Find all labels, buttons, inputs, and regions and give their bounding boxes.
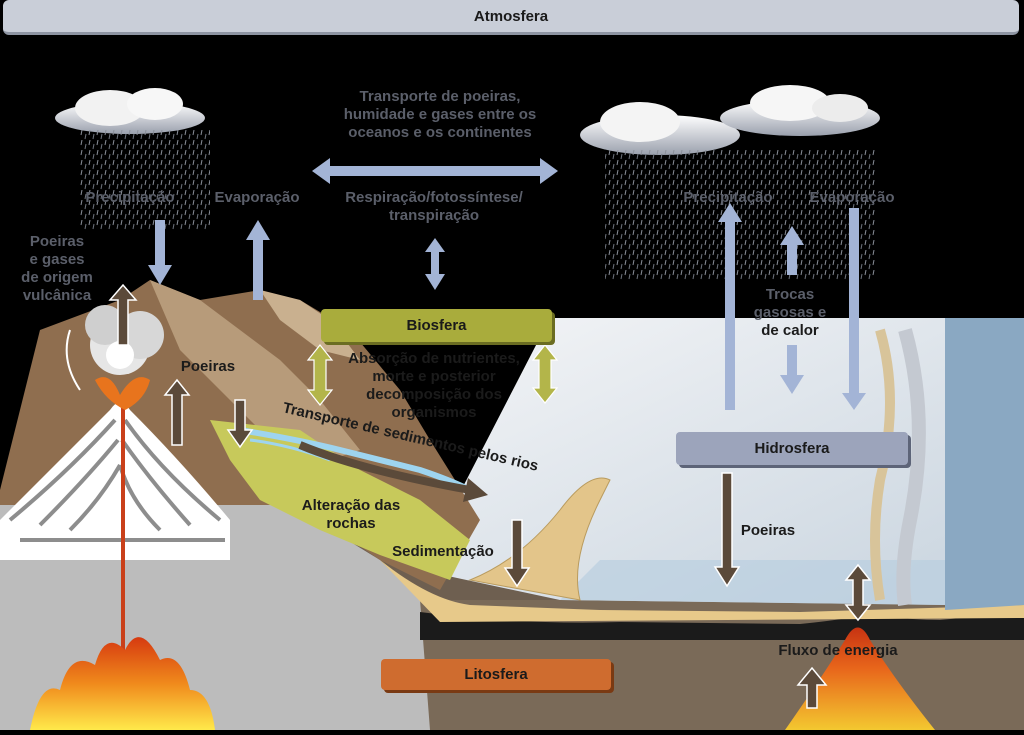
- svg-text:de calor: de calor: [761, 322, 819, 339]
- cloud-icon: [55, 88, 205, 134]
- svg-text:de origem: de origem: [21, 269, 93, 286]
- svg-text:Transporte de poeiras,: Transporte de poeiras,: [360, 88, 521, 105]
- svg-text:Poeiras: Poeiras: [30, 233, 84, 250]
- label-gas-exchange: Trocas gasosas e de calor: [754, 286, 827, 339]
- label-evaporation-right: Evaporação: [809, 189, 894, 206]
- brown-arrows: [108, 283, 872, 709]
- label-precipitation-right: Precipitação: [683, 189, 772, 206]
- label-dust-land: Poeiras: [181, 358, 235, 375]
- rain-icon: [80, 130, 210, 230]
- svg-text:humidade e gases entre os: humidade e gases entre os: [344, 106, 537, 123]
- arrow-icon: [780, 226, 804, 275]
- arrow-icon: [780, 345, 804, 394]
- arrow-icon: [503, 519, 531, 588]
- label-dust-ocean: Poeiras: [741, 522, 795, 539]
- svg-text:gasosas e: gasosas e: [754, 304, 827, 321]
- arrow-icon: [108, 283, 138, 346]
- rain-icon: [605, 150, 875, 280]
- label-precipitation-left: Precipitação: [85, 189, 174, 206]
- volcano-icon: [0, 305, 230, 660]
- label-transport-dust: Transporte de poeiras, humidade e gases …: [344, 88, 537, 141]
- hydrosphere-box: Hidrosfera: [676, 432, 908, 465]
- water-arrows: [148, 158, 866, 410]
- bio-arrows: [306, 344, 559, 406]
- svg-text:Absorção de nutrientes,: Absorção de nutrientes,: [348, 350, 520, 367]
- svg-text:decomposição dos: decomposição dos: [366, 386, 502, 403]
- arrow-icon: [713, 472, 741, 588]
- arrow-icon: [246, 220, 270, 300]
- arrow-icon: [796, 666, 828, 709]
- svg-text:Trocas: Trocas: [766, 286, 814, 303]
- svg-text:Respiração/fotossíntese/: Respiração/fotossíntese/: [345, 189, 523, 206]
- svg-text:Alteração das: Alteração das: [302, 497, 400, 514]
- label-respiration: Respiração/fotossíntese/ transpiração: [345, 189, 523, 224]
- label-sedimentation: Sedimentação: [392, 543, 494, 560]
- arrow-icon: [425, 238, 445, 290]
- label-nutrients: Absorção de nutrientes, morte e posterio…: [348, 350, 520, 421]
- svg-text:transpiração: transpiração: [389, 207, 479, 224]
- ocean-ridge: [785, 627, 935, 730]
- arrow-icon: [298, 441, 488, 502]
- arrow-icon: [163, 378, 191, 446]
- svg-text:rochas: rochas: [326, 515, 375, 532]
- svg-text:oceanos e os continentes: oceanos e os continentes: [348, 124, 531, 141]
- svg-text:vulcânica: vulcânica: [23, 287, 92, 304]
- arrow-icon: [842, 208, 866, 410]
- biosphere-box: Biosfera: [321, 309, 552, 342]
- arrow-icon: [306, 344, 334, 406]
- cloud-icon: [580, 85, 880, 155]
- arrow-icon: [718, 203, 742, 410]
- label-volcanic-dust: Poeiras e gases de origem vulcânica: [21, 233, 93, 304]
- arrow-icon: [844, 563, 872, 622]
- arrow-icon: [226, 399, 254, 449]
- label-evaporation-left: Evaporação: [214, 189, 299, 206]
- svg-text:e gases: e gases: [29, 251, 84, 268]
- atmosphere-box: Atmosfera: [3, 0, 1019, 35]
- svg-text:organismos: organismos: [391, 404, 476, 421]
- arrow-icon: [531, 344, 559, 404]
- svg-text:morte e posterior: morte e posterior: [372, 368, 496, 385]
- arrow-icon: [312, 158, 558, 184]
- arrow-icon: [148, 220, 172, 285]
- label-energy-flow: Fluxo de energia: [778, 642, 898, 659]
- lithosphere-box: Litosfera: [381, 659, 611, 690]
- magma-left: [30, 637, 215, 730]
- label-weathering: Alteração das rochas: [302, 497, 400, 532]
